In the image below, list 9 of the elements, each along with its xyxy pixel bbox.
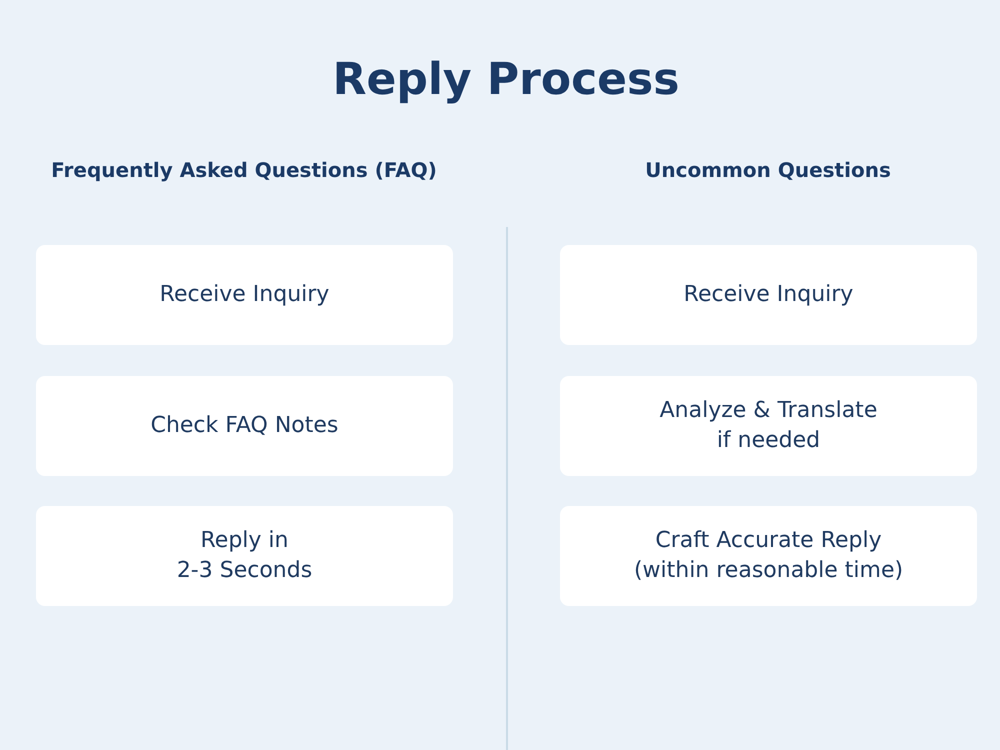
step-text: Analyze & Translate if needed (660, 397, 878, 455)
step-text: Reply in 2-3 Seconds (176, 527, 312, 585)
column-heading: Frequently Asked Questions (FAQ) (51, 158, 437, 182)
step-text: Check FAQ Notes (150, 412, 338, 440)
column-heading: Uncommon Questions (645, 158, 891, 182)
step-text: Receive Inquiry (684, 281, 854, 309)
step-text: Craft Accurate Reply (within reasonable time) (634, 527, 904, 585)
step-text: Receive Inquiry (160, 281, 330, 309)
diagram-title: Reply Process (332, 53, 680, 107)
